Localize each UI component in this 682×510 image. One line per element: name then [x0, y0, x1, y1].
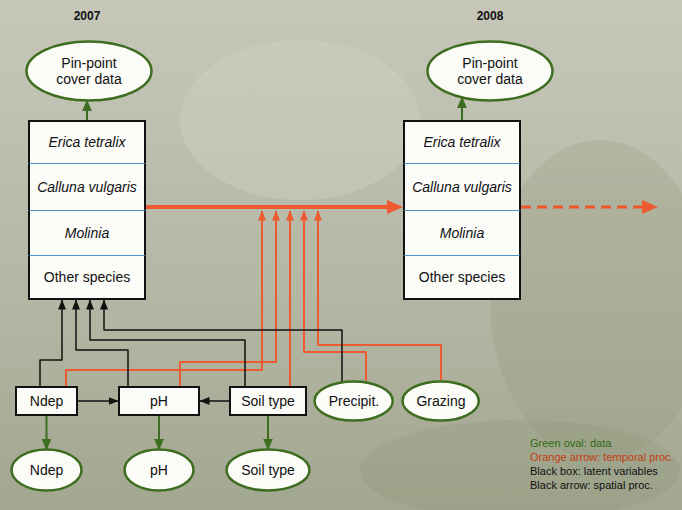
data-oval: Pin-point cover data — [25, 40, 153, 102]
data-oval: Ndep — [10, 448, 83, 492]
species-band: Other species — [403, 255, 521, 300]
spatial-arrow — [90, 300, 245, 386]
data-oval: Grazing — [401, 380, 480, 422]
oval-shape — [403, 382, 479, 421]
temporal-driver-arrow — [289, 211, 291, 386]
oval-shape — [227, 450, 310, 491]
data-arrow — [158, 416, 160, 450]
node-text: Molinia — [440, 225, 484, 241]
temporal-continuation-arrow — [521, 206, 648, 209]
oval-shape — [27, 42, 152, 101]
species-band: Calluna vulgaris — [403, 163, 521, 210]
year-label: 2008 — [450, 9, 530, 23]
year-label: 2007 — [47, 9, 127, 23]
node-text: Soil type — [241, 393, 295, 409]
data-arrow — [461, 97, 463, 120]
node-text: Molinia — [65, 225, 109, 241]
oval-shape — [12, 450, 82, 491]
legend-entry: Green oval: data — [530, 436, 674, 450]
latent-box: pH — [118, 386, 200, 416]
species-band: Erica tetralix — [403, 120, 521, 163]
node-text: Ndep — [30, 393, 63, 409]
legend-entry: Orange arrow: temporal proc. — [530, 450, 674, 464]
node-text: Pin-point cover data — [448, 55, 532, 87]
oval-shape — [125, 450, 194, 491]
background-vegetation — [180, 40, 420, 200]
data-arrow — [46, 416, 48, 450]
spatial-arrow — [78, 400, 118, 402]
data-oval: Pin-point cover data — [426, 40, 554, 102]
data-oval: Soil type — [225, 448, 311, 492]
data-arrow — [86, 100, 88, 120]
node-text: pH — [150, 393, 168, 409]
species-band: Other species — [28, 255, 146, 300]
node-text: Pin-point cover data — [47, 55, 131, 87]
spatial-arrow — [40, 300, 62, 386]
node-text: Calluna vulgaris — [412, 179, 512, 195]
oval-shape — [315, 382, 393, 421]
species-band: Calluna vulgaris — [28, 163, 146, 210]
node-text: Erica tetralix — [423, 134, 500, 150]
data-arrow — [267, 416, 269, 450]
legend-entry: Black box: latent variables — [530, 464, 674, 478]
spatial-arrow — [200, 400, 229, 402]
temporal-arrow — [146, 205, 393, 209]
background-vegetation — [360, 420, 680, 510]
temporal-driver-arrow — [180, 211, 276, 386]
node-text: Other species — [419, 269, 505, 285]
node-text: Erica tetralix — [48, 134, 125, 150]
spatial-arrow — [76, 300, 128, 386]
latent-box: Ndep — [15, 386, 78, 416]
data-oval: pH — [123, 448, 195, 492]
species-band: Molinia — [403, 210, 521, 255]
latent-box: Soil type — [229, 386, 307, 416]
temporal-driver-arrow — [304, 211, 366, 381]
node-text: pH — [150, 462, 168, 478]
species-band: Molinia — [28, 210, 146, 255]
legend: Green oval: dataOrange arrow: temporal p… — [530, 436, 674, 492]
oval-shape — [428, 42, 553, 101]
spatial-arrow — [104, 300, 342, 382]
node-text: Ndep — [30, 462, 63, 478]
species-band: Erica tetralix — [28, 120, 146, 163]
node-text: Precipit. — [329, 393, 380, 409]
legend-entry: Black arrow: spatial proc. — [530, 478, 674, 492]
node-text: Other species — [44, 269, 130, 285]
node-text: Grazing — [416, 393, 465, 409]
node-text: Soil type — [241, 462, 295, 478]
data-oval: Precipit. — [313, 380, 394, 422]
node-text: Calluna vulgaris — [37, 179, 137, 195]
